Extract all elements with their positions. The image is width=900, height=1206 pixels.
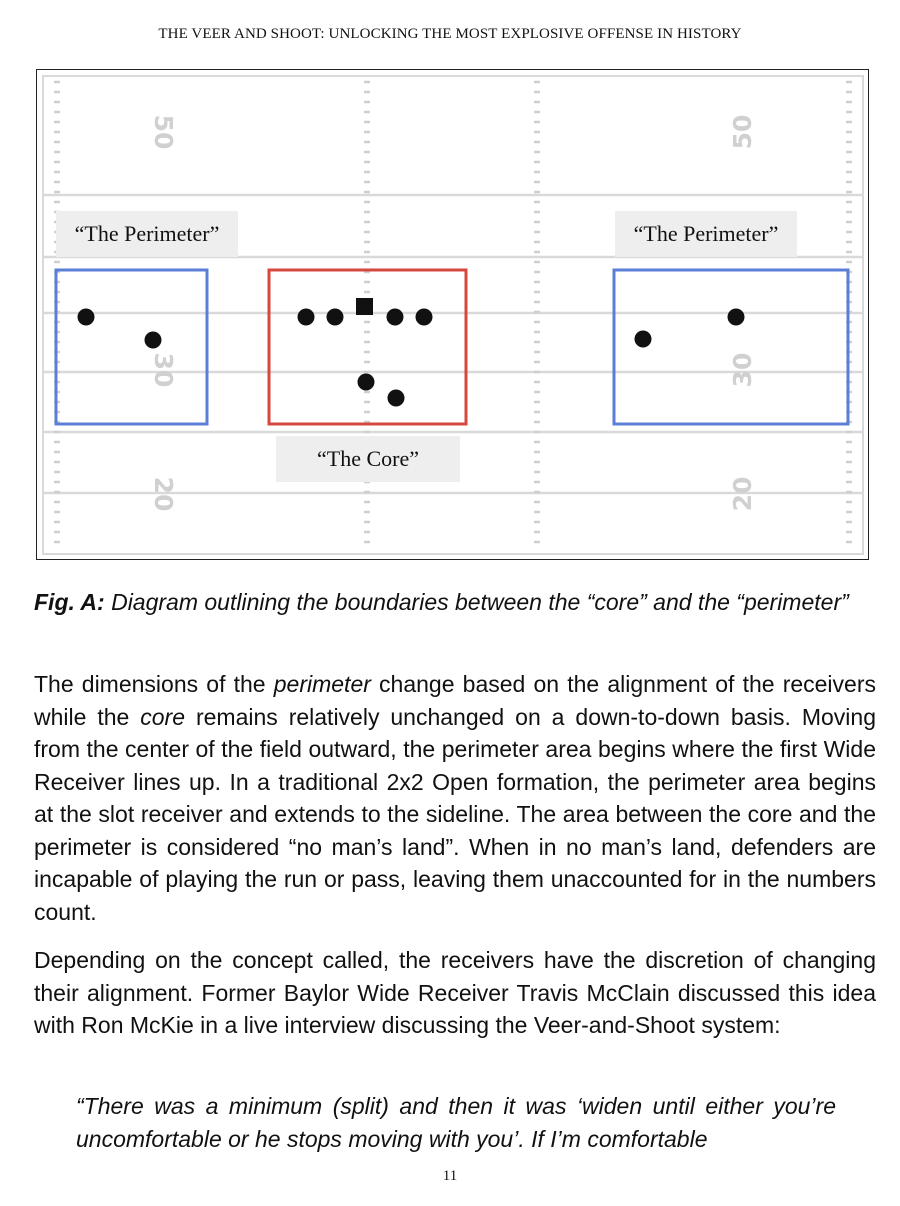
field-diagram: 50 30 20 50 30 20 “The Perimeter” “The P… [36,69,869,560]
players [77,298,745,407]
player-running-back [387,389,405,407]
perimeter-box-right [612,268,850,426]
player-lineman [415,308,433,326]
block-quote: “There was a minimum (split) and then it… [76,1093,836,1152]
player-slot-receiver-right [634,330,652,348]
yard-lines [43,193,863,495]
body-paragraph-1: The dimensions of the perimeter change b… [34,668,876,928]
p1-text-b: change based on the alignment of the rec… [34,671,876,730]
player-wide-receiver-left [77,308,95,326]
caption-text: Diagram outlining the boundaries between… [104,589,849,615]
player-slot-receiver-left [144,331,162,349]
player-lineman [326,308,344,326]
page-number: 11 [442,1168,458,1184]
yard-number-left-top: 50 [149,115,178,150]
p1-emphasis-core: core [140,703,186,730]
p1-text-a: The dimensions of the [34,671,274,697]
yard-number-left-bottom: 20 [149,477,178,512]
figure-caption: Fig. A: Diagram outlining the boundaries… [34,586,876,619]
field-border [42,75,864,555]
label-core: “The Core” [276,436,460,482]
body-paragraph-2: Depending on the concept called, the rec… [34,947,876,1038]
label-perimeter-left: “The Perimeter” [56,211,238,257]
player-wide-receiver-right [727,308,745,326]
p1-emphasis-perimeter: perimeter [273,671,371,697]
yard-number-right-mid: 30 [728,353,757,388]
yard-number-left-mid: 30 [149,353,178,388]
field-svg: 50 30 20 50 30 20 [42,75,864,555]
perimeter-box-left [54,268,209,426]
running-header: THE VEER AND SHOOT: UNLOCKING THE MOST E… [158,26,742,42]
yard-number-right-bottom: 20 [728,477,757,512]
yard-number-right-top: 50 [728,115,757,150]
core-box [267,268,468,426]
label-perimeter-right: “The Perimeter” [615,211,797,257]
caption-prefix: Fig. A: [34,589,105,615]
player-center [356,298,373,315]
player-lineman [297,308,315,326]
player-quarterback [357,373,375,391]
p1-text-c: remains relatively unchanged on a down-t… [34,703,876,925]
player-lineman [386,308,404,326]
